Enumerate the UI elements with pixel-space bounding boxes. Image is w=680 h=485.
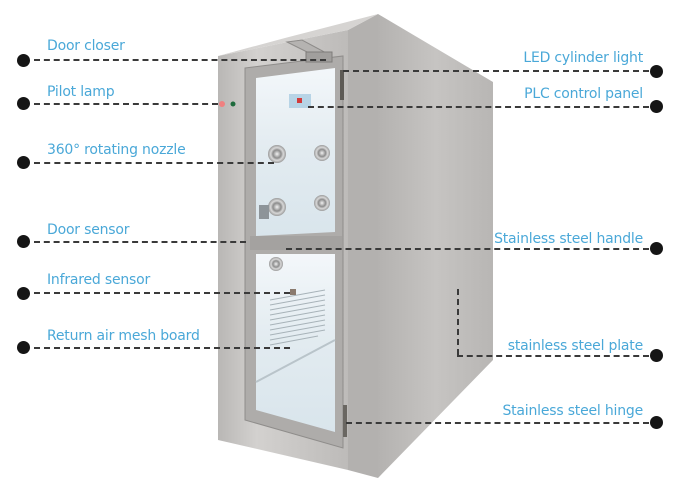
- bullet-dot: [650, 242, 663, 255]
- label-stainless-steel-plate: stainless steel plate: [507, 338, 643, 354]
- label-pilot-lamp: Pilot lamp: [47, 84, 115, 100]
- bullet-dot: [17, 235, 30, 248]
- label-door-closer: Door closer: [47, 38, 125, 54]
- stainless-steel-side-plate: [378, 14, 493, 478]
- bullet-dot: [17, 287, 30, 300]
- nozzle-1: [268, 145, 286, 163]
- leader-line: [346, 422, 649, 424]
- leader-line-vertical: [457, 289, 459, 355]
- label-led-cylinder-light: LED cylinder light: [523, 50, 643, 66]
- bullet-dot: [650, 65, 663, 78]
- bullet-dot: [650, 349, 663, 362]
- bullet-dot: [17, 54, 30, 67]
- door-sensor-box: [259, 205, 269, 219]
- leader-line: [34, 162, 274, 164]
- door-closer-body: [305, 51, 333, 63]
- door-hinge: [343, 405, 347, 437]
- leader-line: [308, 106, 649, 108]
- leader-line: [34, 59, 326, 61]
- leader-line: [34, 292, 290, 294]
- leader-line: [343, 70, 649, 72]
- leader-line: [34, 347, 290, 349]
- top-cap: [218, 14, 378, 56]
- door-handle-bar: [250, 236, 342, 250]
- lower-glass-window: [256, 254, 335, 432]
- bullet-dot: [650, 100, 663, 113]
- nozzle-4: [314, 195, 330, 211]
- leader-line: [34, 241, 246, 243]
- bullet-dot: [17, 341, 30, 354]
- label-stainless-steel-hinge: Stainless steel hinge: [502, 403, 643, 419]
- front-right-pillar: [348, 14, 378, 478]
- pilot-lamp-red: [219, 101, 225, 107]
- label-stainless-steel-handle: Stainless steel handle: [494, 231, 643, 247]
- upper-glass-window: [256, 68, 335, 236]
- led-cylinder-light: [340, 70, 344, 100]
- nozzle-2: [314, 145, 330, 161]
- leader-line: [286, 248, 649, 250]
- label-rotating-nozzle: 360° rotating nozzle: [47, 142, 186, 158]
- bullet-dot: [17, 156, 30, 169]
- label-return-air-mesh-board: Return air mesh board: [47, 328, 200, 344]
- leader-line: [34, 103, 218, 105]
- bullet-dot: [650, 416, 663, 429]
- nozzle-3: [268, 198, 286, 216]
- nozzle-5: [269, 257, 283, 271]
- label-door-sensor: Door sensor: [47, 222, 130, 238]
- leader-line: [457, 355, 649, 357]
- pilot-lamp-green: [230, 101, 236, 107]
- label-plc-control-panel: PLC control panel: [524, 86, 643, 102]
- return-air-mesh: [269, 289, 326, 346]
- infrared-sensor-box: [290, 289, 296, 295]
- label-infrared-sensor: Infrared sensor: [47, 272, 151, 288]
- bullet-dot: [17, 97, 30, 110]
